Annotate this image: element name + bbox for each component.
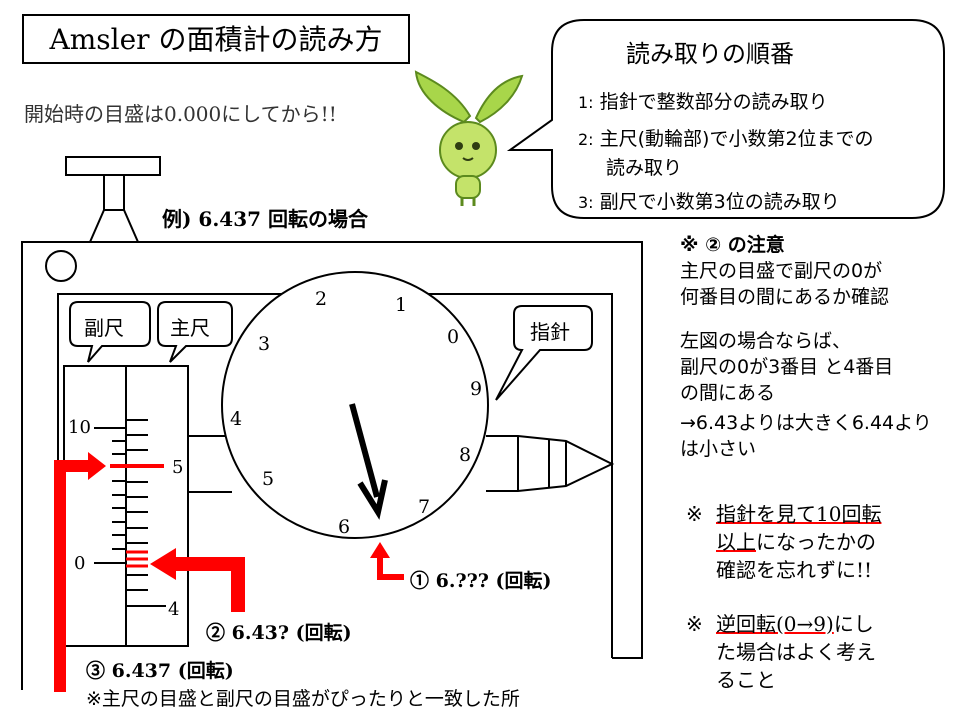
order-bubble bbox=[506, 19, 945, 219]
vernier-label-bubble bbox=[69, 301, 151, 363]
arrow-3-head bbox=[88, 452, 106, 480]
callout-3-note: ※主尺の目盛と副尺の目盛がぴったりと一致した所 bbox=[86, 688, 520, 710]
handle-stem bbox=[103, 174, 125, 211]
vernier-num-10: 10 bbox=[68, 417, 91, 438]
arrow-2-head bbox=[150, 548, 176, 580]
intro-text: 開始時の目盛は0.000にしてから!! bbox=[24, 102, 337, 126]
dial-needle-head bbox=[357, 479, 388, 520]
title-box: Amsler の面積計の読み方 bbox=[22, 14, 410, 64]
dial-num-4: 4 bbox=[230, 408, 243, 430]
order-steps: 1: 指針で整数部分の読み取り 2: 主尺(動輪部)で小数第2位までの 読み取り… bbox=[578, 88, 874, 217]
pointer-label-bubble bbox=[495, 305, 593, 401]
vernier-num-0: 0 bbox=[74, 553, 86, 574]
arrow-1-head bbox=[370, 542, 390, 558]
order-step-1: 1: 指針で整数部分の読み取り bbox=[578, 91, 828, 113]
page-title: Amsler の面積計の読み方 bbox=[49, 23, 383, 56]
callout-3: ③ 6.437 (回転) bbox=[86, 660, 234, 682]
dial-num-8: 8 bbox=[459, 444, 472, 466]
leaf-mascot-icon bbox=[414, 70, 524, 206]
tip-1: ※ 指針を見て10回転 以上になったかの 確認を忘れずに!! bbox=[686, 502, 882, 582]
handle-base bbox=[88, 209, 140, 243]
order-step-2-cont: 読み取り bbox=[606, 157, 683, 179]
dial-num-1: 1 bbox=[395, 294, 408, 316]
order-step-2: 2: 主尺(動輪部)で小数第2位までの bbox=[578, 128, 874, 150]
main-scale-ticks bbox=[126, 419, 166, 607]
vernier-label: 副尺 bbox=[84, 316, 124, 340]
main-scale-label-bubble bbox=[157, 301, 233, 363]
pointer-label: 指針 bbox=[530, 320, 570, 344]
example-text: 例) 6.437 回転の場合 bbox=[162, 207, 369, 231]
arrow-2 bbox=[172, 557, 245, 612]
dial-num-2: 2 bbox=[315, 288, 328, 310]
order-step-3: 3: 副尺で小数第3位の読み取り bbox=[578, 191, 840, 213]
outer-housing bbox=[21, 241, 643, 690]
dial-num-6: 6 bbox=[338, 516, 351, 538]
callout-2: ② 6.43? (回転) bbox=[206, 622, 352, 644]
arrow-3 bbox=[54, 460, 90, 692]
pivot-hole bbox=[45, 250, 77, 282]
main-scale-label: 主尺 bbox=[170, 316, 210, 340]
dial-needle bbox=[349, 403, 380, 498]
dial-num-9: 9 bbox=[470, 378, 483, 400]
order-title: 読み取りの順番 bbox=[626, 40, 794, 68]
dial-num-7: 7 bbox=[418, 496, 431, 518]
note-2: ※ ② の注意 主尺の目盛で副尺の0が 何番目の間にあるか確認 左図の場合ならば… bbox=[680, 234, 932, 460]
dial-num-5: 5 bbox=[262, 468, 275, 490]
dial-num-0: 0 bbox=[447, 326, 460, 348]
main-num-5: 5 bbox=[172, 457, 184, 478]
main-num-4: 4 bbox=[168, 599, 180, 620]
callout-1: ① 6.??? (回転) bbox=[410, 570, 552, 592]
vernier-ticks bbox=[94, 427, 126, 564]
tip-2: ※ 逆回転(0→9)にし た場合はよく考え ること bbox=[686, 612, 876, 692]
handle-cap bbox=[65, 156, 161, 176]
arrow-1 bbox=[377, 556, 404, 580]
note-2-heading: ※ ② の注意 bbox=[680, 234, 785, 256]
dial-num-3: 3 bbox=[258, 333, 271, 355]
